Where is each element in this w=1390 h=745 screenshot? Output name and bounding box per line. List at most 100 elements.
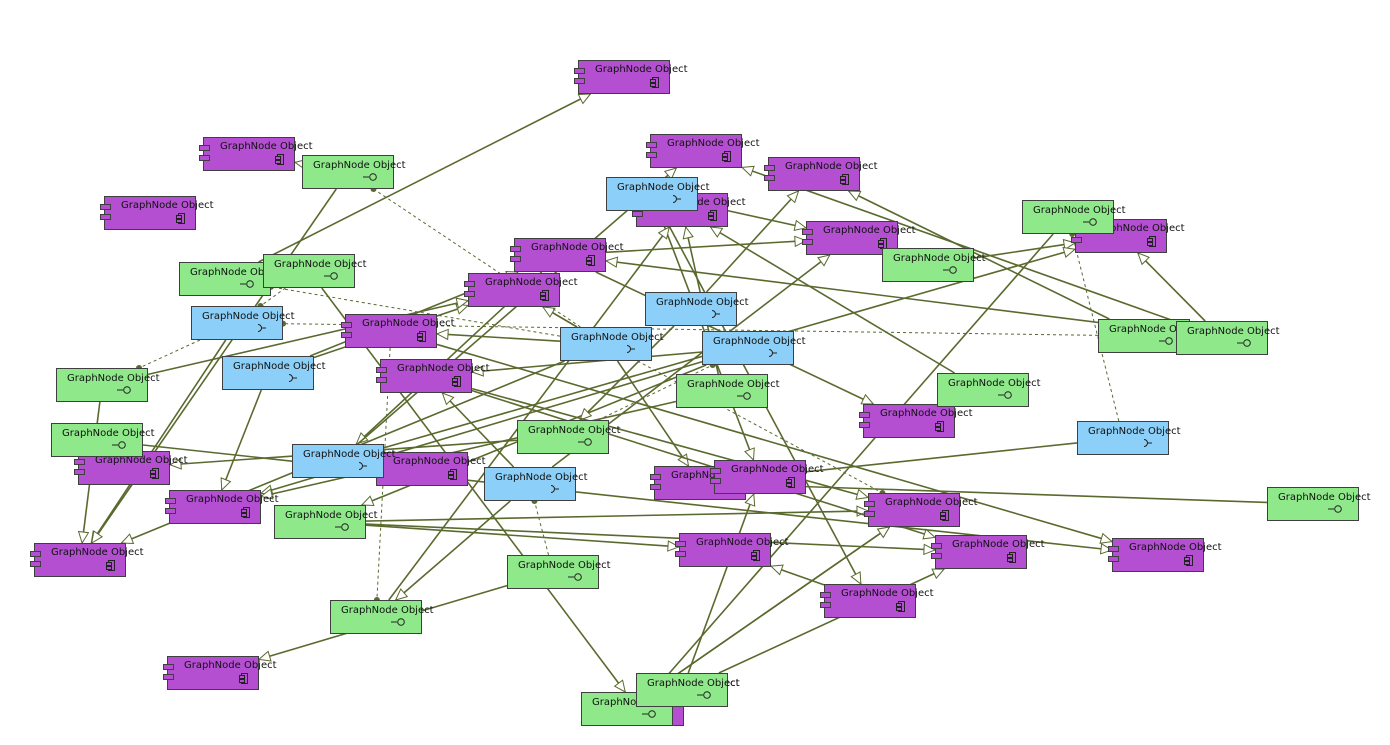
provided-node[interactable]: GraphNode Object	[263, 254, 367, 288]
node-label: GraphNode Object	[687, 379, 780, 390]
provided-node[interactable]: GraphNode Object	[882, 248, 986, 282]
component-node[interactable]: GraphNode Object	[574, 60, 688, 94]
provided-interface-icon	[112, 441, 126, 449]
node-label: GraphNode Object	[713, 336, 806, 347]
component-node[interactable]: GraphNode Object	[100, 196, 214, 230]
component-icon	[452, 376, 461, 387]
provided-node[interactable]: GraphNode Object	[330, 600, 434, 634]
component-port-tab	[163, 674, 174, 680]
component-port-tab	[341, 332, 352, 338]
association-edge	[471, 351, 703, 373]
arrowhead	[120, 533, 135, 544]
required-node[interactable]: GraphNode Object	[560, 327, 664, 361]
provided-node[interactable]: GraphNode Object	[274, 505, 378, 539]
node-label: GraphNode Object	[885, 497, 978, 508]
arrowhead	[682, 225, 694, 240]
component-port-tab	[341, 322, 352, 328]
component-port-tab	[650, 474, 661, 480]
provided-node[interactable]: GraphNode Object	[56, 368, 160, 402]
component-port-tab	[165, 508, 176, 514]
provided-interface-icon	[1083, 218, 1097, 226]
component-node[interactable]: GraphNode Object	[165, 490, 279, 524]
component-port-tab	[30, 561, 41, 567]
provided-interface-icon	[363, 173, 377, 181]
component-node[interactable]: GraphNode Object	[1108, 538, 1222, 572]
provided-node[interactable]: GraphNode Object	[1022, 200, 1126, 234]
component-node[interactable]: GraphNode Object	[376, 359, 490, 393]
required-interface-icon	[288, 374, 297, 382]
node-label: GraphNode Object	[495, 472, 588, 483]
required-interface-icon	[1143, 439, 1152, 447]
node-label: GraphNode Object	[823, 225, 916, 236]
node-label: GraphNode Object	[186, 494, 279, 505]
component-port-tab	[163, 664, 174, 670]
provided-node[interactable]: GraphNode Object	[636, 673, 740, 707]
component-icon	[1147, 236, 1156, 247]
component-node[interactable]: GraphNode Object	[163, 656, 277, 690]
required-node[interactable]: GraphNode Object	[191, 306, 295, 340]
provided-node[interactable]: GraphNode Object	[179, 262, 283, 296]
provided-node[interactable]: GraphNode Object	[1098, 319, 1202, 353]
association-edge	[687, 493, 755, 674]
component-node[interactable]: GraphNode Object	[341, 314, 455, 348]
component-icon	[751, 550, 760, 561]
provided-node[interactable]: GraphNode Object	[1267, 487, 1371, 521]
component-node[interactable]: GraphNode Object	[510, 238, 624, 272]
required-node[interactable]: GraphNode Object	[606, 177, 710, 211]
provided-node[interactable]: GraphNode Object	[517, 420, 621, 454]
component-node[interactable]: GraphNode Object	[864, 493, 978, 527]
association-edge	[436, 343, 1113, 543]
component-node[interactable]: GraphNode Object	[464, 273, 578, 307]
provided-node[interactable]: GraphNode Object	[51, 423, 155, 457]
provided-interface-icon	[697, 691, 711, 699]
component-node[interactable]: GraphNode Object	[764, 157, 878, 191]
required-node[interactable]: GraphNode Object	[222, 356, 326, 390]
component-node[interactable]: GraphNode Object	[30, 543, 144, 577]
component-port-tab	[464, 291, 475, 297]
component-node[interactable]: GraphNode Object	[859, 404, 973, 438]
component-node[interactable]: GraphNode Object	[199, 137, 313, 171]
required-node[interactable]: GraphNode Object	[1077, 421, 1181, 455]
component-port-tab	[74, 469, 85, 475]
arrowhead	[657, 226, 670, 240]
required-node[interactable]: GraphNode Object	[292, 444, 396, 478]
arrowhead	[850, 571, 862, 586]
component-node[interactable]: GraphNode Object	[710, 460, 824, 494]
component-node[interactable]: GraphNode Object	[931, 535, 1045, 569]
association-edge	[147, 299, 469, 376]
required-node[interactable]: GraphNode Object	[645, 292, 749, 326]
node-label: GraphNode Object	[51, 547, 144, 558]
component-node[interactable]: GraphNode Object	[675, 533, 789, 567]
dependency-edge	[270, 286, 561, 337]
node-label: GraphNode Object	[647, 678, 740, 689]
provided-node[interactable]: GraphNode Object	[1176, 321, 1280, 355]
arrowhead	[541, 306, 556, 318]
provided-interface-icon	[391, 618, 405, 626]
association-edge	[1137, 252, 1206, 322]
arrowhead	[257, 650, 272, 662]
provided-node[interactable]: GraphNode Object	[507, 555, 611, 589]
provided-interface-icon	[568, 573, 582, 581]
arrowhead	[220, 477, 232, 492]
arrowhead	[794, 235, 808, 248]
required-node[interactable]: GraphNode Object	[702, 331, 806, 365]
node-label: GraphNode Object	[571, 332, 664, 343]
required-node[interactable]: GraphNode Object	[484, 467, 588, 501]
component-port-tab	[764, 175, 775, 181]
component-node[interactable]: GraphNode Object	[646, 134, 760, 168]
arrowhead	[1099, 532, 1114, 544]
component-node[interactable]: GraphNode Object	[820, 584, 934, 618]
required-interface-icon	[358, 462, 367, 470]
node-label: GraphNode Object	[485, 277, 578, 288]
node-label: GraphNode Object	[696, 537, 789, 548]
component-port-tab	[675, 551, 686, 557]
provided-node[interactable]: GraphNode Object	[937, 373, 1041, 407]
component-icon	[650, 77, 659, 88]
provided-node[interactable]: GraphNode Object	[676, 374, 780, 408]
component-port-tab	[199, 155, 210, 161]
provided-node[interactable]: GraphNode Object	[302, 155, 406, 189]
arrowhead	[709, 226, 724, 238]
arrowhead	[769, 564, 784, 576]
provided-interface-icon	[1237, 339, 1251, 347]
